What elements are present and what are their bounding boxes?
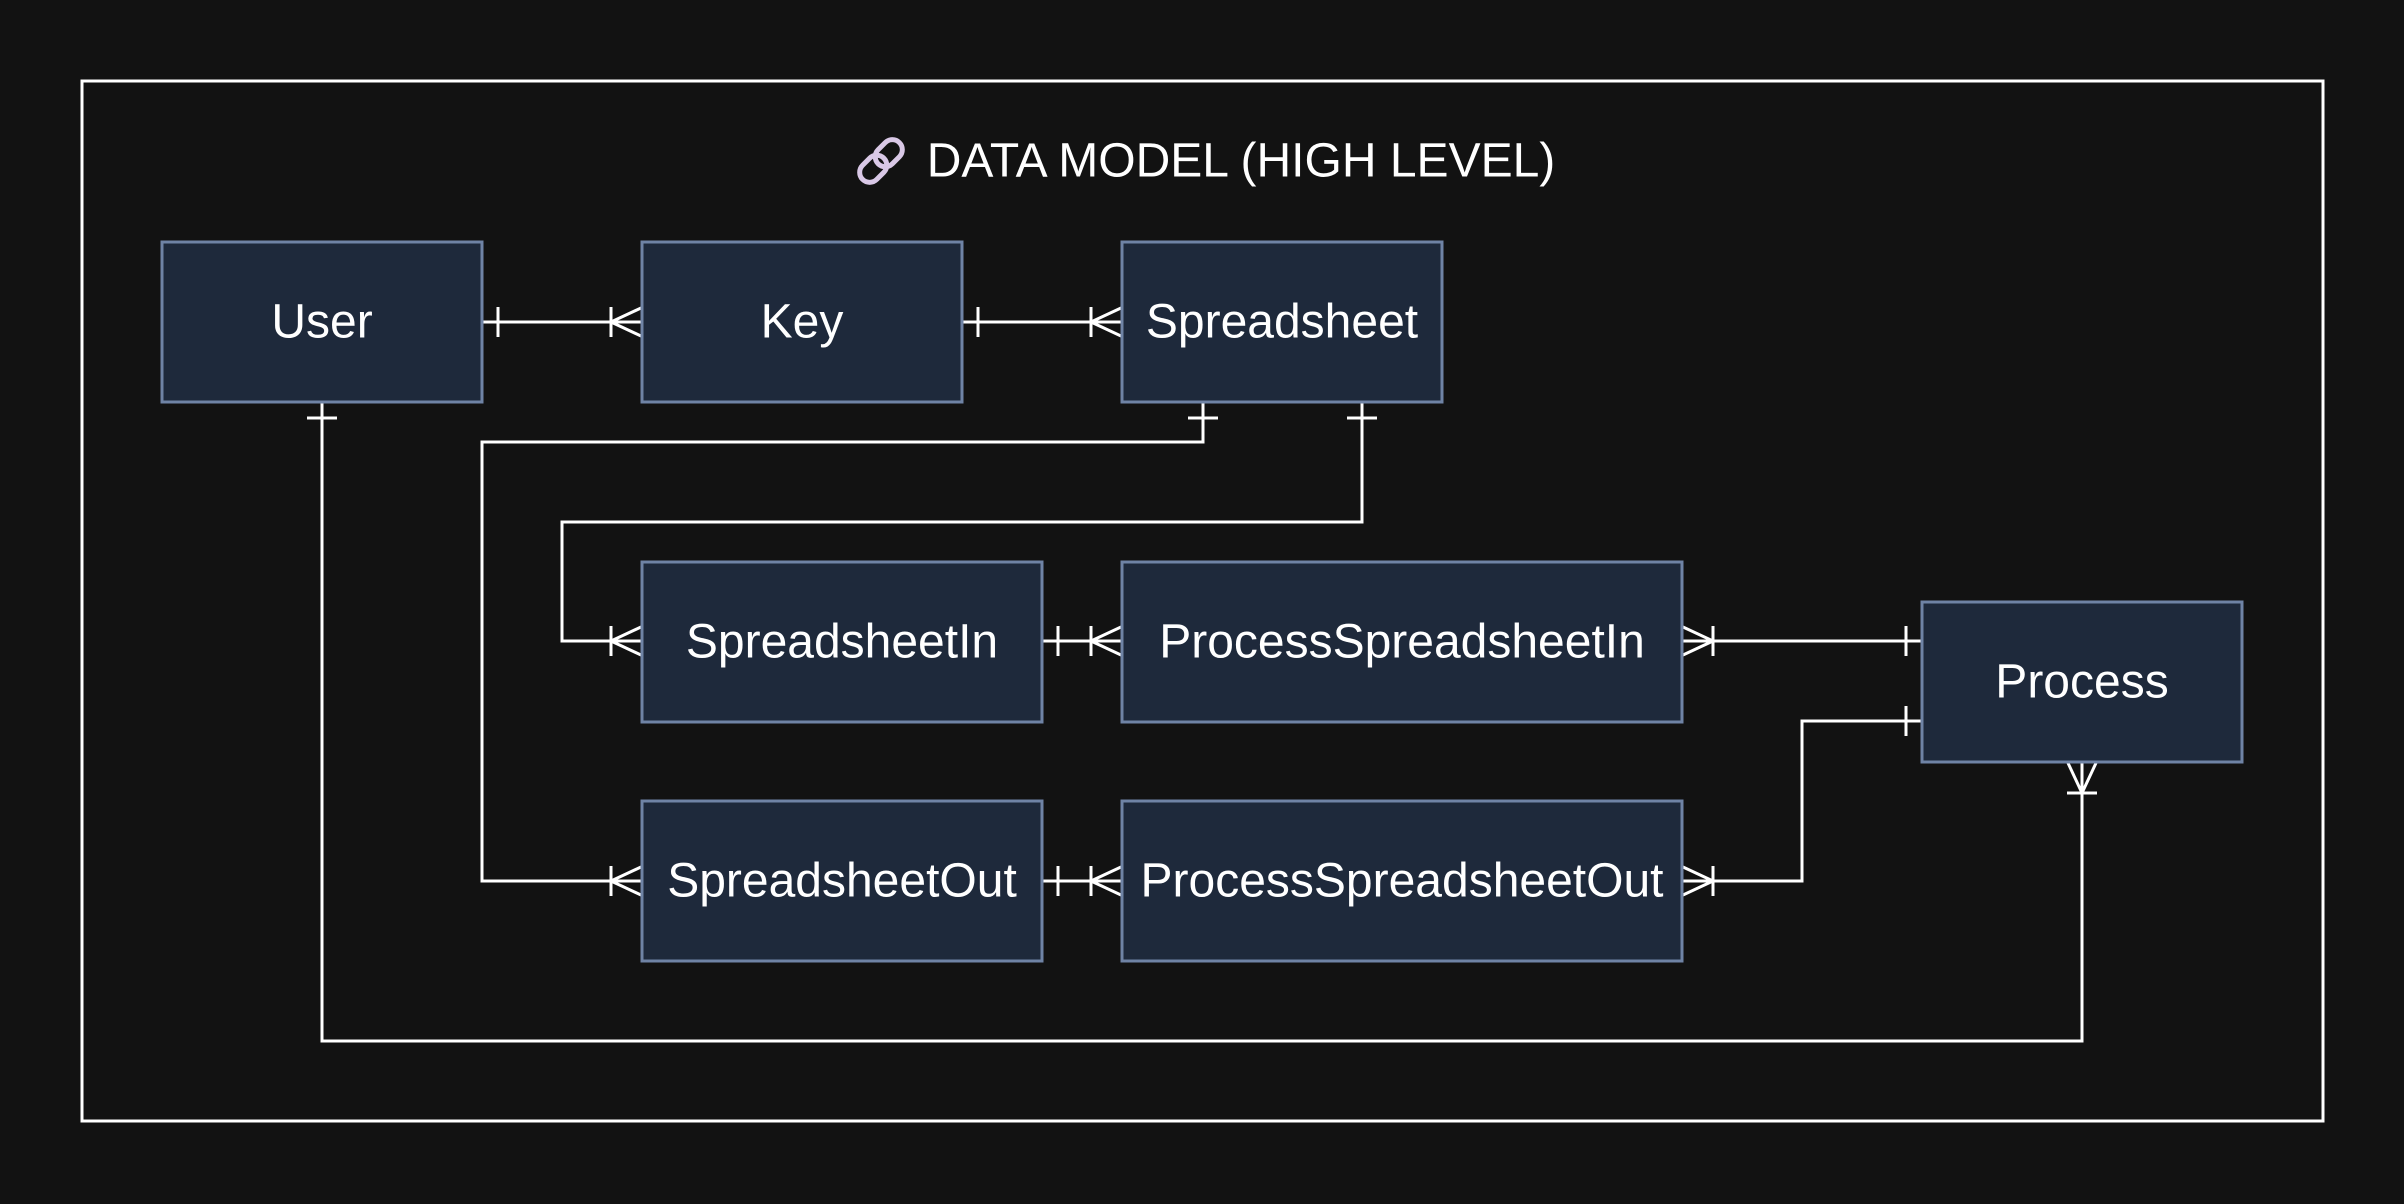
entity-processspreadsheetin[interactable]: ProcessSpreadsheetIn — [1120, 560, 1684, 724]
entity-box — [1120, 240, 1444, 404]
rel-user-process — [320, 403, 2084, 1043]
many-marker — [609, 306, 642, 338]
many-marker — [1089, 625, 1122, 657]
diagram-title-text: DATA MODEL (HIGH LEVEL) — [927, 135, 1556, 188]
entity-processspreadsheetout[interactable]: ProcessSpreadsheetOut — [1120, 799, 1684, 963]
entity-label: SpreadsheetOut — [667, 855, 1017, 908]
entity-box — [1120, 799, 1684, 963]
entity-box — [1920, 600, 2244, 764]
link-icon — [857, 137, 905, 185]
entity-label: ProcessSpreadsheetOut — [1141, 855, 1664, 908]
many-marker — [1089, 306, 1122, 338]
entity-box — [160, 240, 484, 404]
diagram-frame — [80, 79, 2325, 1123]
entity-spreadsheetout[interactable]: SpreadsheetOut — [640, 799, 1044, 963]
entity-label: Process — [1995, 656, 2168, 709]
entity-box — [1120, 560, 1684, 724]
entity-label: SpreadsheetIn — [686, 616, 998, 669]
entity-label: Spreadsheet — [1146, 296, 1418, 349]
entity-label: ProcessSpreadsheetIn — [1159, 616, 1645, 669]
rel-spreadsheet-spreadsheetin — [560, 403, 1364, 643]
diagram-title: DATA MODEL (HIGH LEVEL) — [857, 135, 1556, 188]
many-marker — [1682, 625, 1715, 657]
entity-box — [640, 240, 964, 404]
rel-processspreadsheetout-process — [1683, 719, 1921, 883]
many-marker — [609, 865, 642, 897]
cardinality-markers — [307, 306, 2098, 897]
entity-spreadsheetin[interactable]: SpreadsheetIn — [640, 560, 1044, 724]
entity-label: Key — [761, 296, 844, 349]
relationship-lines — [320, 320, 2084, 1043]
entity-process[interactable]: Process — [1920, 600, 2244, 764]
entity-box — [640, 560, 1044, 724]
many-marker — [2066, 762, 2098, 795]
many-marker — [1089, 865, 1122, 897]
rel-spreadsheet-spreadsheetout — [480, 403, 1205, 883]
entity-key[interactable]: Key — [640, 240, 964, 404]
many-marker — [609, 625, 642, 657]
entity-spreadsheet[interactable]: Spreadsheet — [1120, 240, 1444, 404]
entity-label: User — [271, 296, 372, 349]
entity-box — [640, 799, 1044, 963]
entity-user[interactable]: User — [160, 240, 484, 404]
many-marker — [1682, 865, 1715, 897]
